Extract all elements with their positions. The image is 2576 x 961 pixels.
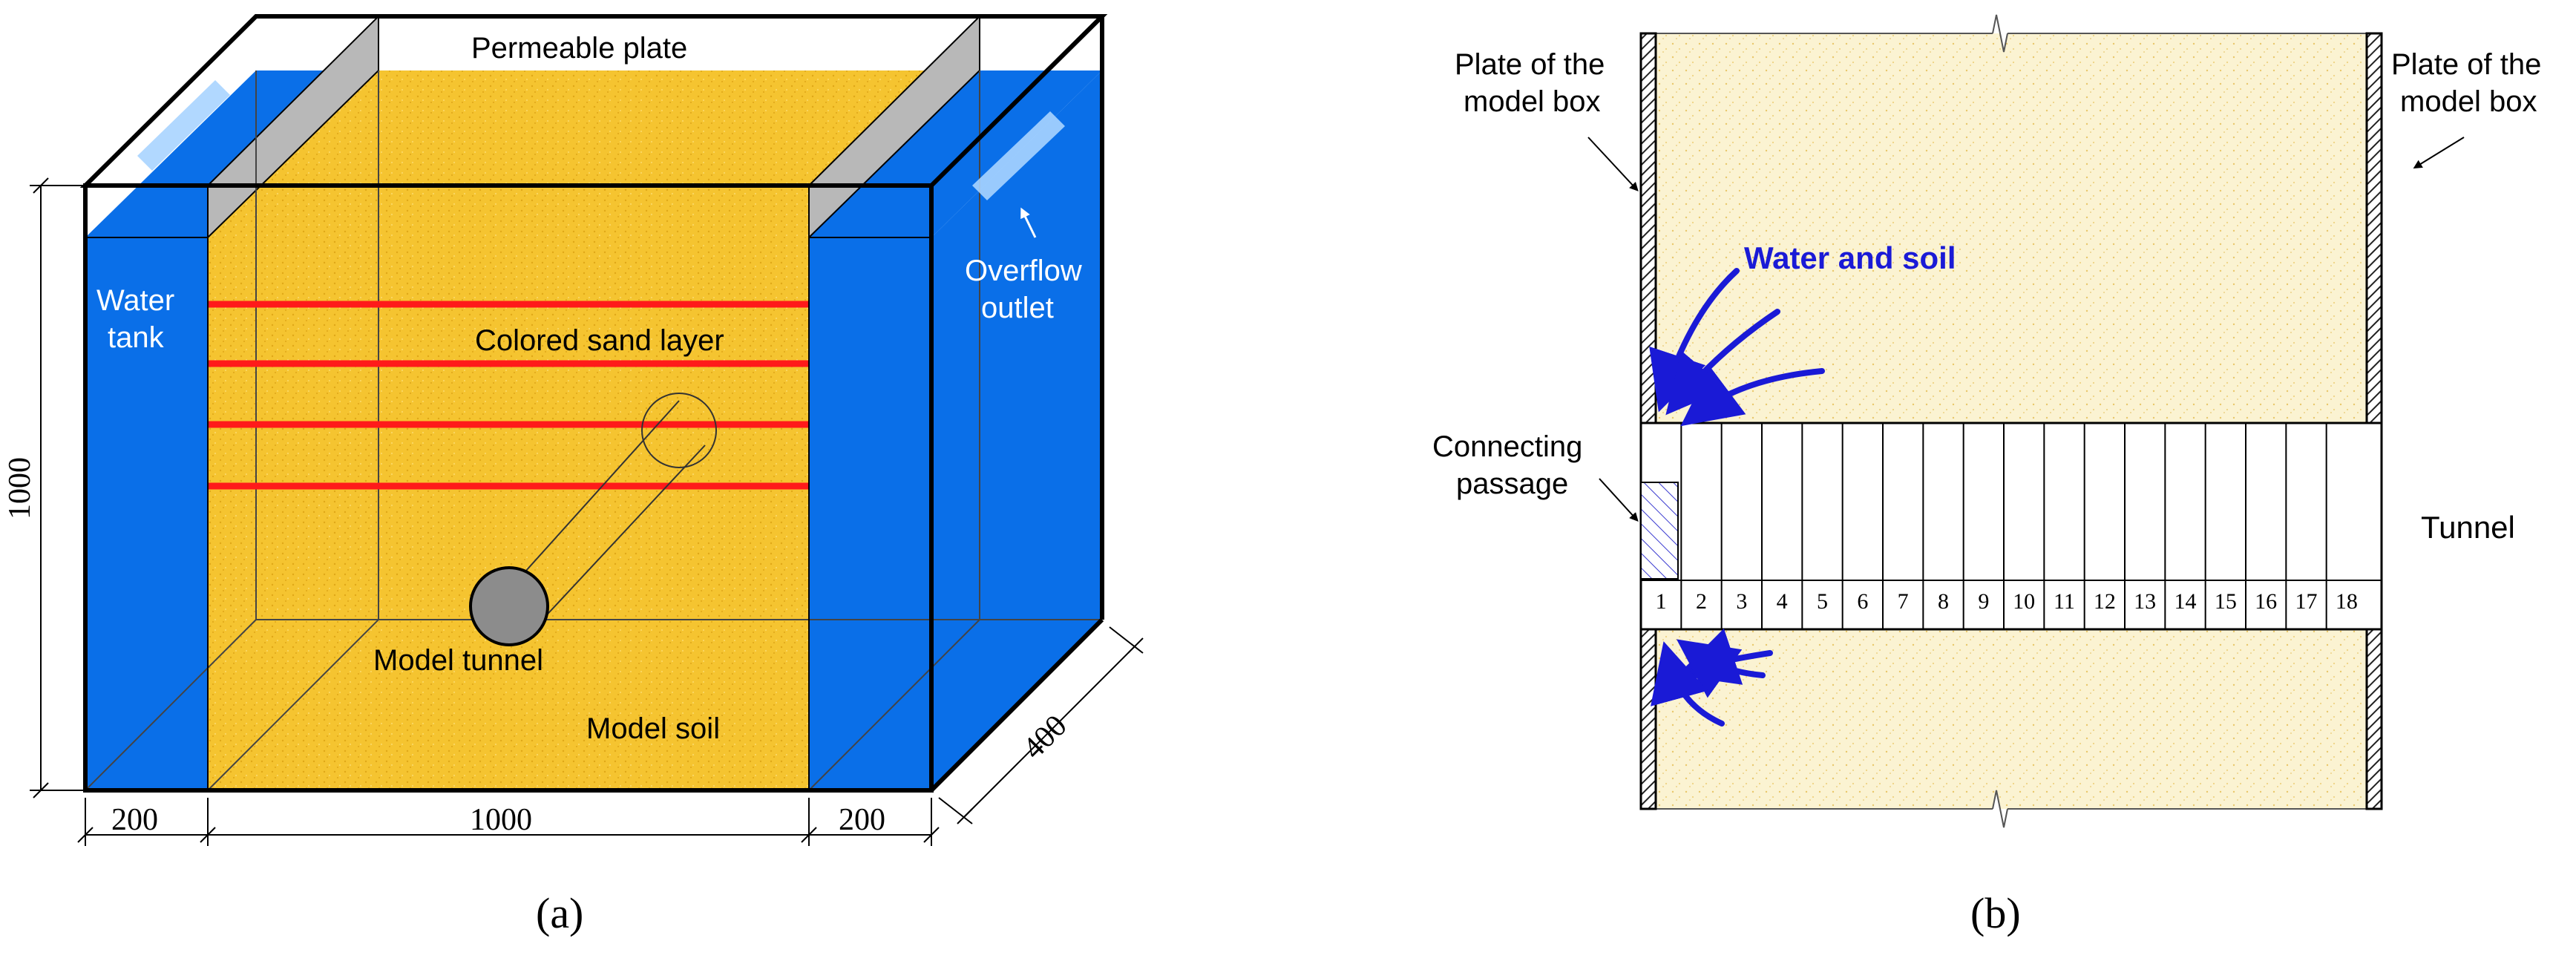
model-soil-front [208, 237, 809, 790]
soil-upper [1656, 33, 2367, 423]
label-overflow-line1: Overflow [965, 255, 1082, 287]
water-back-right [809, 70, 1102, 237]
plate-right-upper [2365, 32, 2383, 424]
segment-label: 7 [1898, 589, 1909, 614]
dim-right-width: 200 [839, 803, 885, 837]
label-model-soil: Model soil [586, 712, 720, 745]
model-tunnel [469, 393, 717, 646]
colored-sand-layers [208, 301, 809, 490]
label-colored-sand-layer: Colored sand layer [475, 324, 724, 357]
plate-left-lower [1639, 628, 1657, 810]
label-overflow-line2: outlet [981, 292, 1054, 324]
label-connecting-line1: Connecting [1432, 430, 1582, 463]
overflow-outlet-right [972, 111, 1065, 200]
break-marks [1656, 14, 2367, 828]
segment-label: 3 [1736, 589, 1747, 614]
plate-right-lower [2365, 628, 2383, 810]
panel-a: Permeable plate Overflow outlet Water ta… [3, 14, 1144, 937]
label-tunnel: Tunnel [2421, 510, 2515, 545]
plate-left-leader [1587, 137, 1639, 191]
inflow-arrows [1649, 268, 1825, 727]
segment-label: 15 [2215, 589, 2237, 614]
segment-label: 8 [1938, 589, 1949, 614]
segment-label: 14 [2174, 589, 2197, 614]
segment-label: 10 [2013, 589, 2035, 614]
segment-label: 17 [2295, 589, 2318, 614]
dim-left-width: 200 [111, 803, 158, 837]
dim-height: 1000 [3, 457, 37, 519]
label-connecting-line2: passage [1456, 468, 1568, 500]
segment-label: 1 [1656, 589, 1667, 614]
plate-left-upper [1639, 32, 1657, 424]
label-water-tank-line1: Water [96, 284, 174, 317]
hidden-edges [85, 70, 1102, 791]
water-tank-right [809, 237, 931, 790]
water-side-right [931, 70, 1102, 790]
label-water-tank-line2: tank [108, 321, 165, 354]
label-model-tunnel: Model tunnel [373, 644, 543, 677]
caption-a: (a) [536, 889, 583, 937]
label-permeable-plate: Permeable plate [471, 32, 687, 65]
dimension-lines [30, 177, 1144, 846]
segment-label: 18 [2336, 589, 2358, 614]
segment-label: 6 [1857, 589, 1868, 614]
label-plate-right-line1: Plate of the [2391, 48, 2541, 81]
overflow-slot-left [137, 80, 230, 171]
box-frame [83, 14, 1104, 793]
segment-label: 12 [2094, 589, 2116, 614]
segment-label: 13 [2134, 589, 2156, 614]
segment-label: 16 [2255, 589, 2277, 614]
label-plate-left-line2: model box [1464, 85, 1601, 118]
label-water-and-soil: Water and soil [1744, 240, 1956, 275]
segment-label: 2 [1696, 589, 1707, 614]
dim-depth: 400 [1017, 709, 1074, 766]
label-plate-left-line1: Plate of the [1455, 48, 1605, 81]
tunnel-face [469, 566, 549, 646]
overflow-arrow [1020, 207, 1037, 238]
segment-label: 4 [1777, 589, 1788, 614]
segment-label: 5 [1817, 589, 1828, 614]
water-tank-left [85, 237, 208, 790]
connecting-passage-leader [1599, 478, 1639, 522]
soil-lower [1656, 629, 2367, 809]
caption-b: (b) [1970, 889, 2021, 937]
connecting-passage [1640, 482, 1679, 580]
plate-right-leader [2413, 137, 2465, 169]
dim-middle-width: 1000 [470, 803, 532, 837]
label-plate-right-line2: model box [2400, 85, 2537, 118]
segment-label: 11 [2054, 589, 2075, 614]
soil-top [208, 70, 980, 237]
segment-label: 9 [1978, 589, 1989, 614]
